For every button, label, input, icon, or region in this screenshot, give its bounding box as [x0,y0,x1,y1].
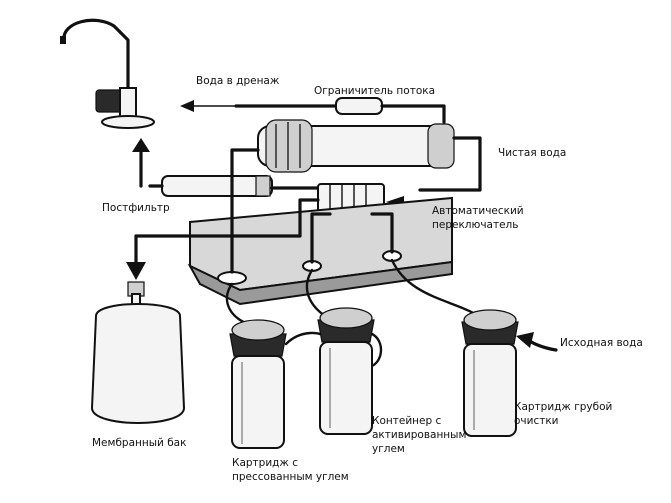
pressed-carbon-cartridge [229,319,287,449]
label-postfilter: Постфильтр [102,202,170,214]
label-activated-carbon-1: Контейнер с [372,415,441,427]
label-activated-carbon-2: активированным [372,429,466,441]
mounting-bracket [187,196,453,306]
label-pressed-carbon-2: прессованным углем [232,471,349,483]
label-pressed-carbon-1: Картридж с [232,457,298,469]
source-water-arrow [516,332,558,352]
label-auto-switch-1: Автоматический [432,205,524,217]
membrane-housing [257,119,482,192]
faucet [60,18,155,129]
label-auto-switch-2: переключатель [432,219,518,231]
activated-carbon-cartridge [317,307,375,435]
label-drain: Вода в дренаж [196,75,280,87]
coarse-cartridge [461,309,519,437]
faucet-arrow [132,138,150,188]
label-coarse-2: очистки [514,415,559,427]
tank-arrow [126,262,146,280]
label-coarse-1: Картридж грубой [514,401,612,413]
label-source-water: Исходная вода [560,337,643,349]
drain-arrow [180,100,236,112]
faucet-base [101,115,155,129]
label-clean-water: Чистая вода [498,147,566,159]
post-filter [148,175,324,197]
membrane-tank [90,281,186,424]
label-flow-limiter: Ограничитель потока [314,85,435,97]
label-membrane-tank: Мембранный бак [92,437,186,449]
flow-limiter [234,97,446,124]
label-activated-carbon-3: углем [372,443,405,455]
